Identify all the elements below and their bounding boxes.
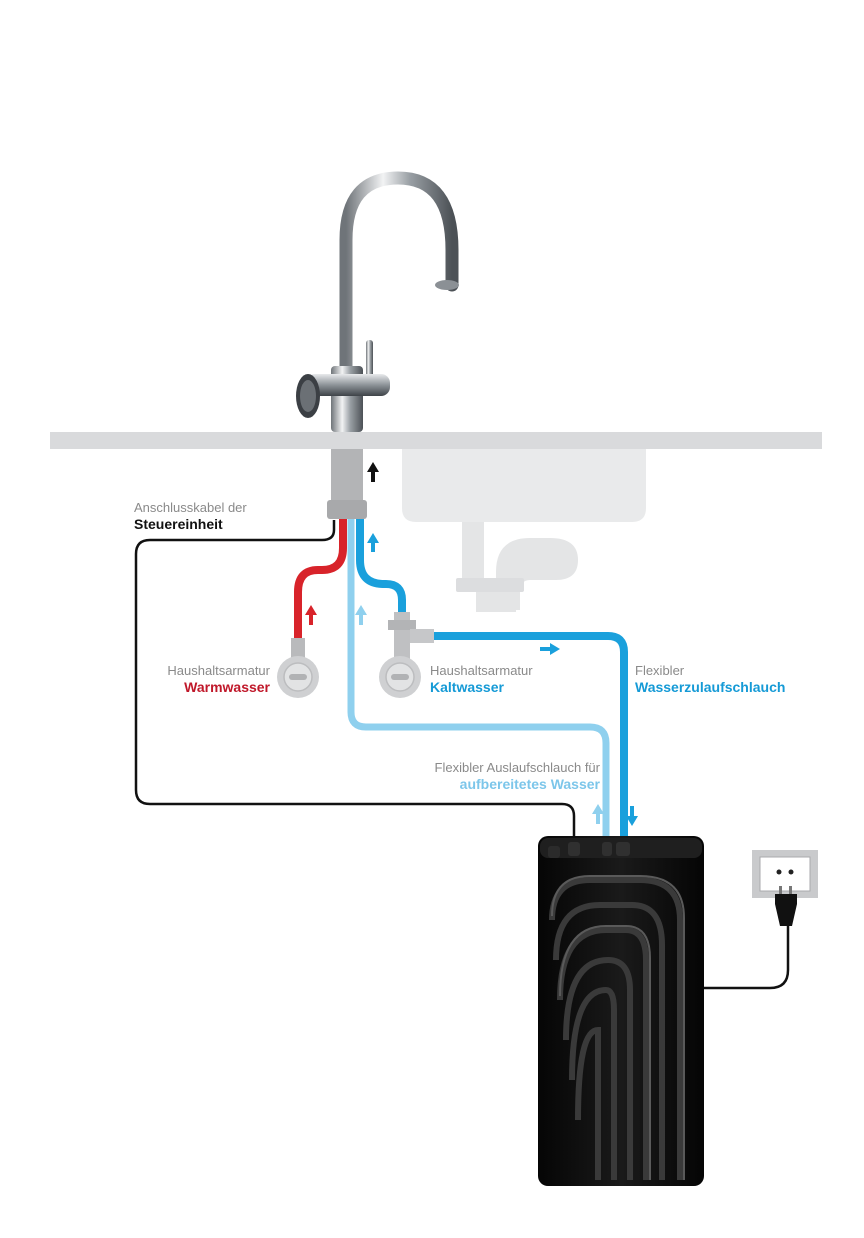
flow-arrow-icon: [592, 804, 604, 824]
angle-valve-icon: [379, 612, 434, 698]
power-cord: [704, 924, 790, 990]
supply-hose-label-line1: Flexibler: [635, 663, 685, 678]
water-treatment-unit: [538, 836, 704, 1186]
hot-valve-label-line2: Warmwasser: [184, 679, 270, 695]
control-cable-label: Anschlusskabel der Steuereinheit: [134, 500, 247, 532]
control-cable-label-line2: Steuereinheit: [134, 516, 223, 532]
flow-arrow-icon: [355, 605, 367, 625]
supply-hose-label: Flexibler Wasserzulaufschlauch: [635, 663, 785, 695]
control-cable: [134, 520, 576, 846]
flow-arrow-icon: [626, 806, 638, 826]
cold-valve-label-line2: Kaltwasser: [430, 679, 504, 695]
cold-valve-label: Haushaltsarmatur Kaltwasser: [430, 663, 533, 695]
plug-icon: [775, 886, 797, 926]
cold-valve-label-line1: Haushaltsarmatur: [430, 663, 533, 678]
hot-valve-label-line1: Haushaltsarmatur: [167, 663, 270, 678]
hot-valve-label: Haushaltsarmatur Warmwasser: [167, 663, 270, 695]
faucet-icon: [296, 171, 459, 432]
outlet-hose-label-line2: aufbereitetes Wasser: [459, 776, 600, 792]
outlet-hose-label: Flexibler Auslaufschlauch für aufbereite…: [435, 760, 600, 792]
control-cable-label-line1: Anschlusskabel der: [134, 500, 247, 515]
power-socket-icon: [752, 850, 818, 898]
sink: [402, 448, 646, 612]
countertop: [50, 432, 822, 449]
flow-arrow-icon: [540, 643, 560, 655]
cold-water-hose: [356, 519, 406, 612]
hot-water-hose: [294, 519, 347, 640]
outlet-hose: [347, 519, 610, 846]
supply-hose: [432, 632, 628, 846]
angle-valve-icon: [277, 638, 319, 698]
flow-arrow-icon: [367, 462, 379, 482]
supply-hose-label-line2: Wasserzulaufschlauch: [635, 679, 786, 695]
flow-arrow-icon: [367, 533, 379, 552]
outlet-hose-label-line1: Flexibler Auslaufschlauch für: [434, 760, 600, 775]
flow-arrow-icon: [305, 605, 317, 625]
